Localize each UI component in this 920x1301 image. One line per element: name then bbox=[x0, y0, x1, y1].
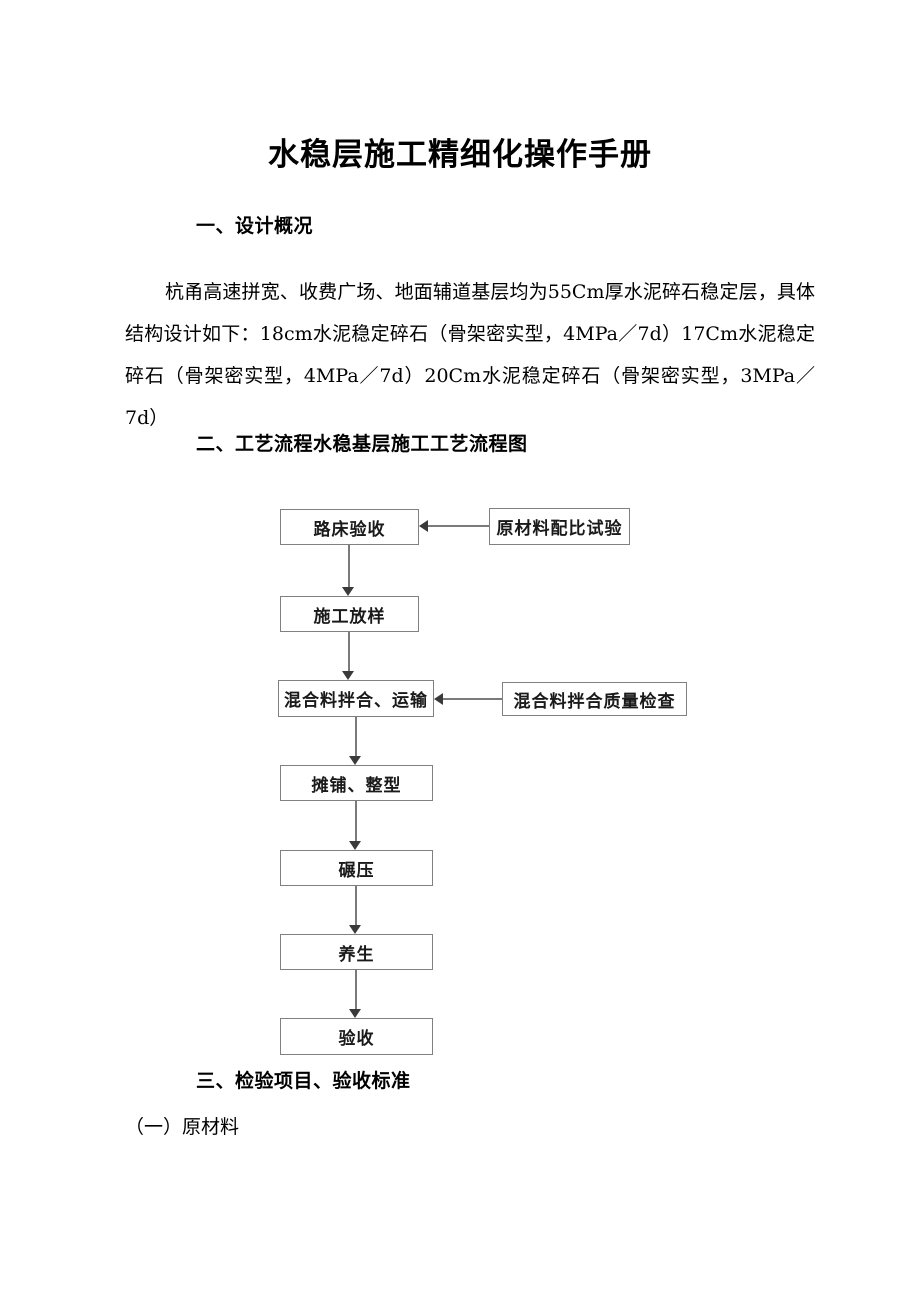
section-heading-inspection: 三、检验项目、验收标准 bbox=[196, 1070, 411, 1092]
connector-quality-check-to-mixing bbox=[443, 698, 502, 700]
connector-rolling-to-curing bbox=[355, 886, 357, 926]
arrowhead-rolling bbox=[349, 841, 361, 850]
arrowhead-mixing bbox=[342, 671, 354, 680]
inspection-sub-item-raw-material: （一）原材料 bbox=[125, 1116, 240, 1138]
flow-box-curing[interactable]: 养生 bbox=[280, 934, 433, 970]
arrowhead-mixing-side bbox=[434, 693, 443, 705]
section-heading-process-flow: 二、工艺流程水稳基层施工工艺流程图 bbox=[196, 433, 528, 455]
connector-paving-to-rolling bbox=[355, 801, 357, 842]
arrowhead-acceptance bbox=[349, 1009, 361, 1018]
page-title: 水稳层施工精细化操作手册 bbox=[268, 136, 652, 173]
connector-roadbed-to-setout bbox=[348, 545, 350, 589]
arrowhead-paving bbox=[349, 756, 361, 765]
flow-box-construction-setout[interactable]: 施工放样 bbox=[280, 596, 419, 632]
connector-curing-to-acceptance bbox=[355, 970, 357, 1010]
flow-box-paving-shaping[interactable]: 摊铺、整型 bbox=[280, 765, 433, 801]
flow-box-final-acceptance[interactable]: 验收 bbox=[280, 1018, 433, 1055]
arrowhead-curing bbox=[349, 925, 361, 934]
connector-material-test-to-roadbed bbox=[428, 525, 489, 527]
design-overview-paragraph: 杭甬高速拼宽、收费广场、地面辅道基层均为55Cm厚水泥碎石稳定层，具体结构设计如… bbox=[125, 281, 815, 429]
flow-box-mixing-quality-check[interactable]: 混合料拌合质量检查 bbox=[502, 682, 687, 716]
flow-box-roadbed-acceptance[interactable]: 路床验收 bbox=[280, 509, 419, 545]
connector-mixing-to-paving bbox=[355, 717, 357, 758]
arrowhead-setout bbox=[342, 587, 354, 596]
flow-box-mixture-mixing-transport[interactable]: 混合料拌合、运输 bbox=[278, 680, 434, 717]
section-heading-design-overview: 一、设计概况 bbox=[196, 215, 314, 237]
flow-box-rolling[interactable]: 碾压 bbox=[280, 850, 433, 886]
connector-setout-to-mixing bbox=[348, 632, 350, 673]
flow-box-raw-material-mix-test[interactable]: 原材料配比试验 bbox=[489, 508, 630, 545]
arrowhead-roadbed bbox=[419, 520, 428, 532]
